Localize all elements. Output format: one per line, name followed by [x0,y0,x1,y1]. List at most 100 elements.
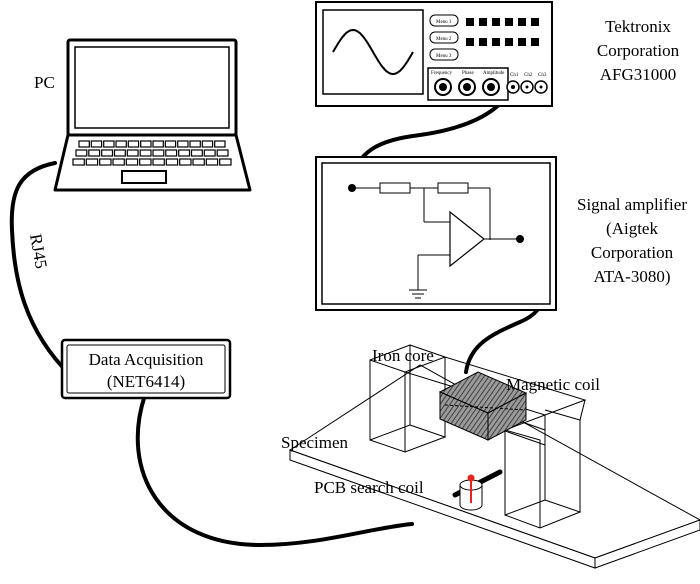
specimen-label: Specimen [281,433,349,452]
pc-laptop [53,38,252,192]
function-generator: Menu 1 Menu 2 Menu 3 Frequency Phase Amp… [315,1,553,107]
keyboard-key [164,140,177,148]
keyboard-key [103,140,115,148]
magnetic-coil [438,371,528,441]
keyboard-key [99,158,112,166]
keypad-button[interactable] [466,18,474,26]
keyboard-key [126,149,139,157]
laptop-touchpad [121,170,167,184]
cable-pc-to-daq [9,161,72,377]
frequency-knob-center [439,83,447,91]
signal-amplifier [315,156,557,311]
amplifier-output-terminal[interactable] [516,235,524,243]
keyboard-key [139,149,152,157]
keyboard-key [75,149,88,157]
channel-label: Ch2 [524,73,533,78]
keyboard-key [78,140,90,148]
amplifier-label-line1: Signal amplifier [577,195,687,214]
amplifier-label-line2: (Aigtek [606,219,658,238]
generator-label-line2: Corporation [597,41,680,60]
daq-label-line1: Data Acquisition [89,350,204,369]
knob-label: Frequency [431,71,453,76]
knob-label: Phase [462,71,474,76]
keypad-button[interactable] [518,18,526,26]
amplifier-label-line4: ATA-3080) [593,267,670,286]
channel-label: Ch1 [510,73,519,78]
cable-daq-to-search-coil [135,393,414,548]
channel-3-output-center [539,85,543,89]
menu-button[interactable] [429,31,459,44]
keypad-button[interactable] [518,38,526,46]
generator-menu-buttons: Menu 1 Menu 2 Menu 3 [429,14,459,61]
keyboard-key [115,140,127,148]
keyboard-key [152,140,164,148]
daq-label-line2: (NET6414) [107,372,185,391]
generator-keypad [466,18,539,46]
keyboard-key [125,158,139,166]
channel-1-output-center [511,85,515,89]
specimen-plate-side [594,519,700,569]
keyboard-key [85,158,99,166]
laptop-keyboard [72,140,232,166]
keyboard-key [219,158,232,166]
keyboard-key [90,140,103,148]
iron-core-label: Iron core [372,346,434,365]
sine-wave [332,28,414,76]
keyboard-key [139,158,152,166]
menu-button[interactable] [429,48,459,61]
knob-label: Amplitude [483,71,505,76]
amplitude-knob-center [487,83,495,91]
keyboard-key [140,140,152,148]
menu-button-label: Menu 2 [436,37,452,42]
keypad-button[interactable] [531,18,539,26]
keyboard-key [127,140,140,148]
magnetic-coil-label: Magnetic coil [506,375,600,394]
keyboard-key [177,140,189,148]
keyboard-key [165,149,178,157]
resistor-2 [437,182,469,194]
keypad-button[interactable] [492,18,500,26]
keyboard-key [178,149,191,157]
keyboard-key [189,140,201,148]
menu-button[interactable] [429,14,459,27]
generator-label-line1: Tektronix [605,17,671,36]
generator-label-line3: AFG31000 [600,65,677,84]
keyboard-key [179,158,192,166]
keyboard-key [113,149,126,157]
keyboard-key [88,149,101,157]
keypad-button[interactable] [466,38,474,46]
menu-button-label: Menu 3 [436,54,452,59]
channel-label: Ch3 [538,73,547,78]
phase-knob-center [463,83,471,91]
field-probe-dot [467,474,475,482]
keyboard-key [192,158,205,166]
op-amp-triangle [449,210,485,268]
channel-2-output-center [525,85,529,89]
resistor-1 [379,182,411,194]
menu-button-label: Menu 1 [436,20,452,25]
op-amp-circuit [352,182,520,299]
keyboard-key [101,149,114,157]
amplifier-case [315,156,557,311]
keypad-button[interactable] [531,38,539,46]
pc-label: PC [34,73,55,92]
keyboard-key [190,149,203,157]
keyboard-key [152,158,165,166]
keyboard-key [112,158,125,166]
keypad-button[interactable] [492,38,500,46]
data-acquisition-box [60,338,232,400]
keypad-button[interactable] [479,38,487,46]
laptop-screen-inner [74,46,230,129]
amplifier-input-terminal[interactable] [348,184,356,192]
keyboard-key [152,149,165,157]
keypad-button[interactable] [505,18,513,26]
keyboard-key [72,158,85,166]
amplifier-inner-frame [321,162,551,305]
keypad-button[interactable] [505,38,513,46]
keyboard-key [216,149,229,157]
amplifier-label-line3: Corporation [591,243,674,262]
keypad-button[interactable] [479,18,487,26]
pcb-search-coil [452,469,503,511]
keyboard-key [205,158,219,166]
